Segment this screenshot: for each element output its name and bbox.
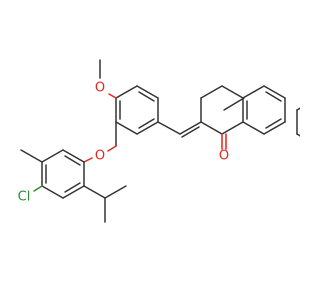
ketone-oxygen-label: O — [219, 149, 229, 164]
bond — [265, 91, 282, 102]
bond — [64, 182, 81, 193]
bond — [223, 97, 245, 111]
chloro-isopropyl-methylphenyl-ring — [20, 149, 127, 223]
bond — [136, 121, 159, 135]
bond — [263, 85, 286, 99]
methoxyphenyl-ring — [99, 59, 159, 152]
bond — [179, 121, 202, 135]
chemical-structure-diagram: O O O Cl — [18, 59, 300, 223]
bond — [83, 185, 106, 199]
ether-oxygen-label: O — [95, 149, 105, 164]
bond — [64, 155, 81, 166]
bond — [296, 107, 300, 111]
structure-canvas: O O O Cl — [18, 59, 300, 223]
bond — [242, 121, 265, 135]
bond — [20, 149, 43, 163]
bond — [221, 121, 244, 135]
bond — [296, 133, 300, 137]
bond — [41, 185, 64, 199]
bond — [62, 149, 85, 163]
bond — [265, 118, 282, 129]
bond — [242, 85, 265, 99]
bond — [181, 126, 200, 138]
bond — [221, 85, 244, 99]
bond — [62, 185, 85, 199]
bond — [83, 157, 93, 163]
atom-labels: O O O Cl — [18, 81, 229, 205]
bond — [41, 149, 64, 163]
bond — [136, 85, 159, 99]
bond — [115, 121, 138, 135]
bond — [138, 91, 155, 102]
bond — [115, 85, 138, 99]
bond — [104, 185, 127, 199]
bond — [200, 85, 223, 99]
tetralone-ring-system — [223, 97, 300, 137]
bond — [107, 145, 117, 152]
bond — [157, 121, 181, 135]
naphthalenone — [157, 85, 286, 150]
bond — [200, 121, 223, 135]
methoxy-oxygen-label: O — [95, 81, 105, 96]
chlorine-label: Cl — [18, 190, 31, 205]
bond — [138, 118, 155, 129]
bond — [263, 121, 286, 135]
bond — [108, 93, 117, 99]
bond — [33, 185, 43, 192]
